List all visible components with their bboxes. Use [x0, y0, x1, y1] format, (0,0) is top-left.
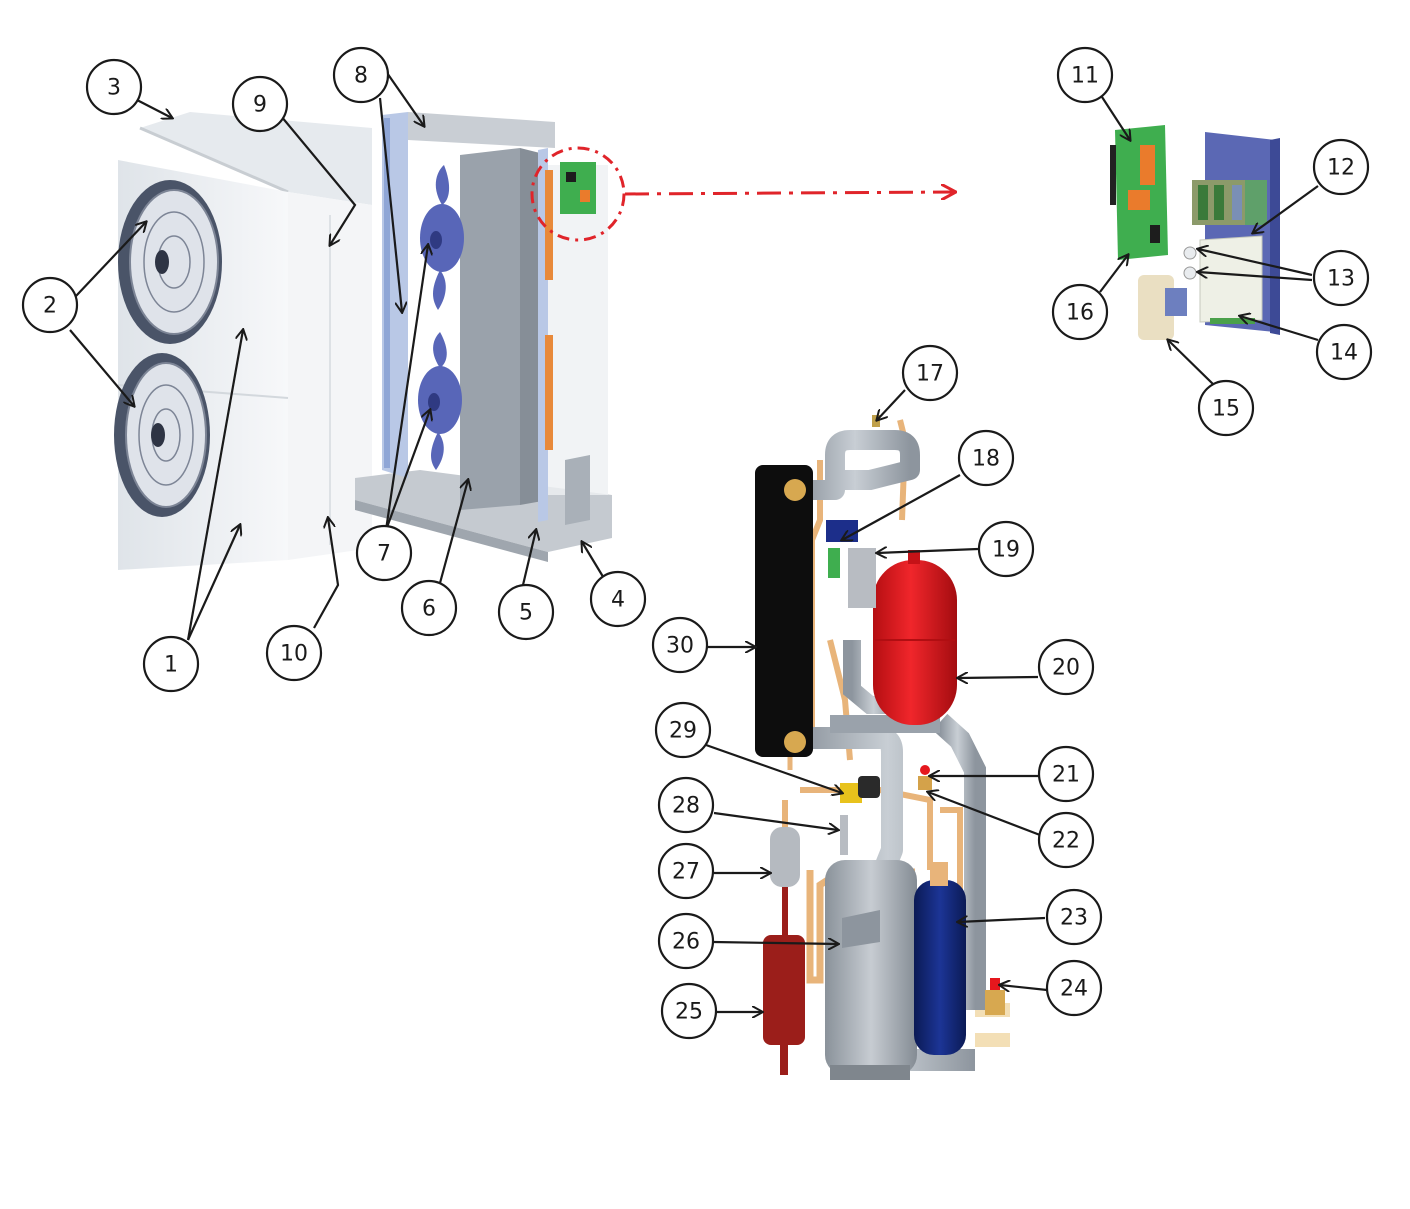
- callout-1-label: 1: [164, 653, 178, 678]
- callout-30-circle: [651, 616, 709, 674]
- compressor: [825, 860, 917, 1080]
- callout-25-circle: [660, 982, 718, 1040]
- callout-26-circle: [657, 912, 715, 970]
- callout-26-label: 26: [672, 930, 700, 955]
- callout-6-label: 6: [422, 597, 436, 622]
- sensor-probe: [840, 815, 848, 855]
- fan-guard-upper: [118, 180, 222, 344]
- callout-19-label: 19: [992, 538, 1020, 563]
- callout-22-circle: [1037, 811, 1095, 869]
- callout-2-circle: [21, 276, 79, 334]
- fan-blade-lower: [418, 332, 462, 470]
- callout-3-circle: [85, 58, 143, 116]
- callout-27-label: 27: [672, 860, 700, 885]
- callout-15-circle: [1197, 379, 1255, 437]
- callout-29-circle: [654, 701, 712, 759]
- callout-4-circle: [589, 570, 647, 628]
- callout-12-label: 12: [1327, 156, 1355, 181]
- callout-16-label: 16: [1066, 301, 1094, 326]
- callout-13-label: 13: [1327, 267, 1355, 292]
- callout-22-label: 22: [1052, 829, 1080, 854]
- callout-18-circle: [957, 429, 1015, 487]
- callout-21-label: 21: [1052, 763, 1080, 788]
- detail-callout-arrow: [624, 192, 955, 194]
- callout-14-label: 14: [1330, 341, 1358, 366]
- callout-9-label: 9: [253, 93, 267, 118]
- callout-21-circle: [1037, 745, 1095, 803]
- callout-13-circle: [1312, 249, 1370, 307]
- callout-20-label: 20: [1052, 656, 1080, 681]
- callout-16-circle: [1051, 283, 1109, 341]
- callout-11-circle: [1056, 46, 1114, 104]
- callout-1-circle: [142, 635, 200, 693]
- callout-10-label: 10: [280, 642, 308, 667]
- callout-7-label: 7: [377, 542, 391, 567]
- callout-8-label: 8: [354, 64, 368, 89]
- plate-heat-exchanger: [755, 465, 813, 757]
- callout-17-label: 17: [916, 362, 944, 387]
- callout-24-circle: [1045, 959, 1103, 1017]
- callout-18-label: 18: [972, 447, 1000, 472]
- callout-28-circle: [657, 776, 715, 834]
- sensor-module: [826, 520, 876, 608]
- callout-20-circle: [1037, 638, 1095, 696]
- pressure-relief-valve: [985, 978, 1005, 1015]
- callout-24-label: 24: [1060, 977, 1088, 1002]
- callout-30-label: 30: [666, 634, 694, 659]
- callout-2-label: 2: [43, 294, 57, 319]
- fan-guard-lower: [114, 353, 210, 517]
- leader-lines: [69, 69, 1319, 1012]
- callout-23-circle: [1045, 888, 1103, 946]
- flow-switch: [918, 765, 932, 790]
- callout-4-label: 4: [611, 588, 625, 613]
- callout-11-label: 11: [1071, 64, 1099, 89]
- expansion-vessel: [873, 550, 957, 725]
- unit-chassis: [355, 112, 612, 562]
- callout-27-circle: [657, 842, 715, 900]
- liquid-receiver: [763, 935, 805, 1075]
- callout-5-label: 5: [519, 601, 533, 626]
- callout-6-circle: [400, 579, 458, 637]
- callout-29-label: 29: [669, 719, 697, 744]
- control-box-detail: [1110, 125, 1280, 340]
- callout-28-label: 28: [672, 794, 700, 819]
- callout-25-label: 25: [675, 1000, 703, 1025]
- detail-highlight-circle: [530, 146, 626, 242]
- callout-19-circle: [977, 520, 1035, 578]
- callout-10-circle: [265, 624, 323, 682]
- callout-3-label: 3: [107, 76, 121, 101]
- filter-drier: [770, 827, 800, 937]
- callout-7-circle: [355, 524, 413, 582]
- callout-23-label: 23: [1060, 906, 1088, 931]
- fan-blade-upper: [420, 165, 464, 310]
- callout-12-circle: [1312, 138, 1370, 196]
- callout-8-circle: [332, 46, 390, 104]
- callouts: [21, 46, 1373, 1040]
- callout-numbers: 1 2 3 4 5 6 7 8 9 10 11 12 13 14 15 16 1…: [43, 64, 1358, 1025]
- callout-14-circle: [1315, 323, 1373, 381]
- pump-valve: [840, 776, 880, 803]
- chassis-control-board: [560, 162, 596, 214]
- callout-9-circle: [231, 75, 289, 133]
- callout-5-circle: [497, 583, 555, 641]
- accumulator: [914, 862, 966, 1055]
- callout-15-label: 15: [1212, 397, 1240, 422]
- callout-17-circle: [901, 344, 959, 402]
